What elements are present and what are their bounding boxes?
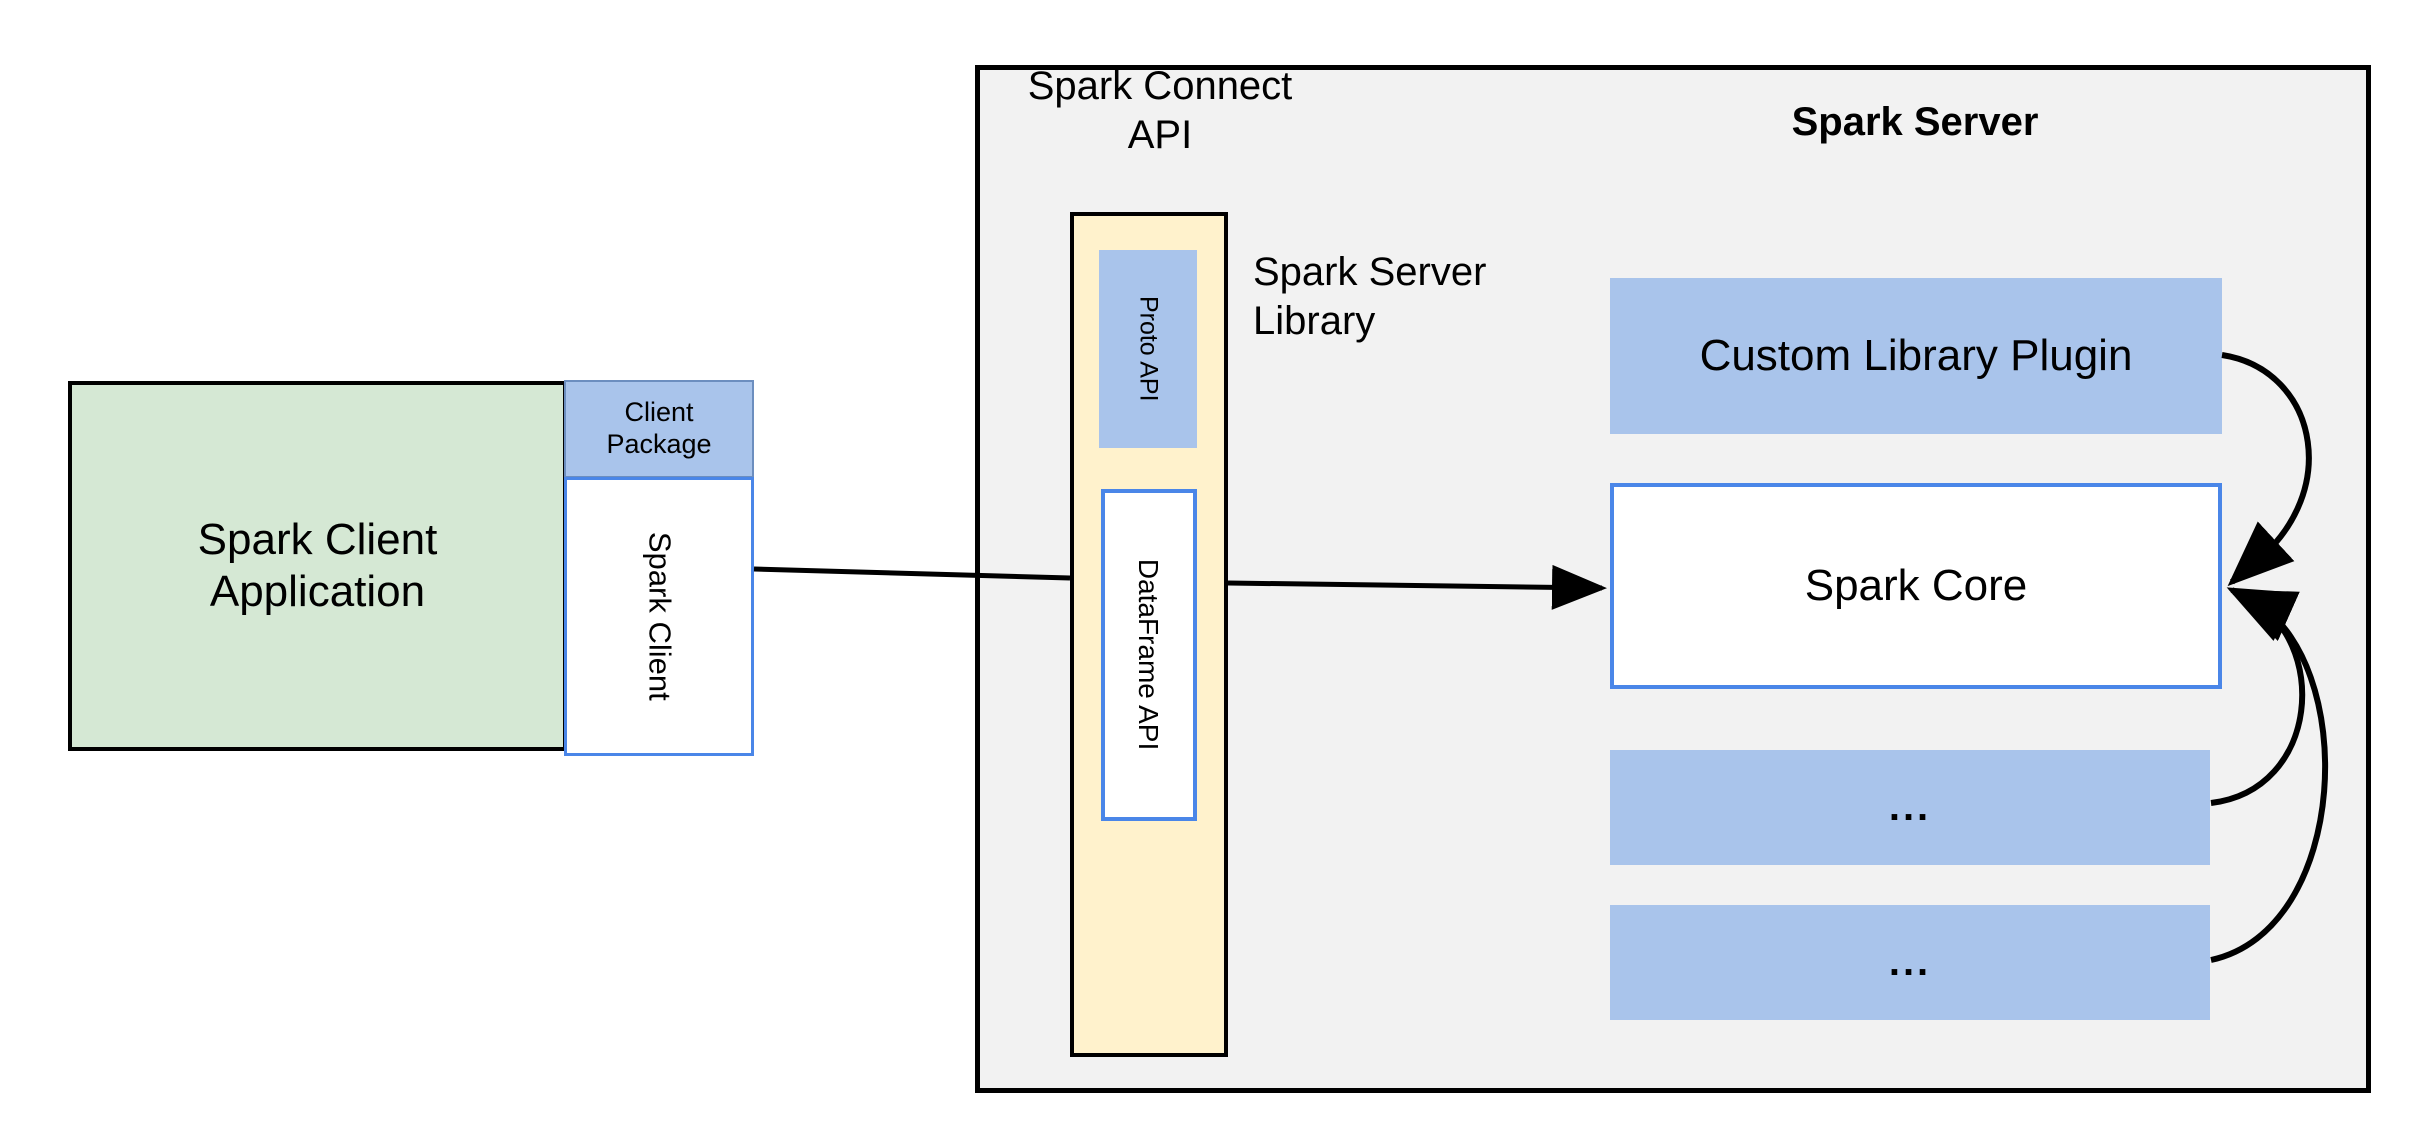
spark-connect-api-line-1: Spark Connect [1027, 64, 1293, 108]
proto-api-label: Proto API [1134, 296, 1163, 402]
dataframe-api-box[interactable]: DataFrame API [1101, 489, 1197, 821]
spark-client-application-line-2: Application [209, 567, 426, 616]
spark-core-box[interactable]: Spark Core [1610, 483, 2222, 689]
spark-connect-api-line-2: API [1127, 112, 1193, 157]
custom-library-plugin-label: Custom Library Plugin [1699, 331, 2133, 381]
spark-client-box[interactable]: Spark Client [564, 477, 754, 756]
placeholder-plugin-box-2[interactable]: ... [1610, 905, 2210, 1020]
spark-connect-api-label: Spark Connect API [1010, 62, 1310, 162]
custom-library-plugin-box[interactable]: Custom Library Plugin [1610, 278, 2222, 434]
dataframe-api-label: DataFrame API [1133, 559, 1165, 751]
spark-core-label: Spark Core [1804, 561, 2028, 611]
spark-server-title: Spark Server [1791, 100, 2039, 145]
spark-client-application-label: Spark Client Application [198, 514, 438, 618]
client-package-box[interactable]: Client Package [564, 380, 754, 478]
client-package-label: Client Package [606, 397, 711, 461]
spark-server-library-label: Spark Server Library [1253, 248, 1583, 358]
spark-client-label: Spark Client [642, 532, 678, 701]
placeholder-plugin-label-2: ... [1888, 939, 1932, 984]
spark-server-library-line-1: Spark Server [1253, 250, 1487, 294]
placeholder-plugin-box-1[interactable]: ... [1610, 750, 2210, 865]
client-package-line-2: Package [606, 429, 712, 459]
proto-api-box[interactable]: Proto API [1099, 250, 1197, 448]
placeholder-plugin-label-1: ... [1888, 784, 1932, 829]
client-package-line-1: Client [624, 397, 694, 428]
spark-client-application-box[interactable]: Spark Client Application [68, 381, 567, 751]
spark-client-application-line-1: Spark Client [197, 515, 438, 565]
spark-server-library-line-2: Library [1253, 298, 1376, 343]
